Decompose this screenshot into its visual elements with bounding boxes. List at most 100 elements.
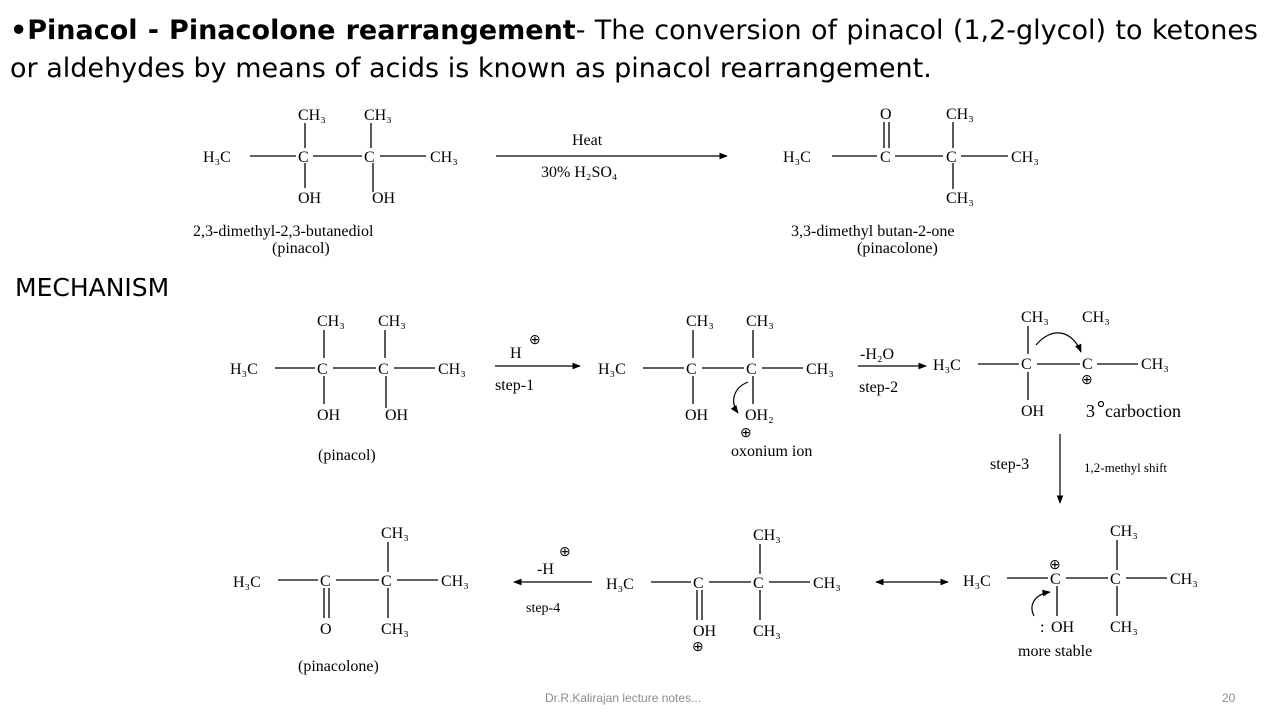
- page-number: 20: [1222, 691, 1236, 705]
- step-2-reagent: -H₂O: [860, 346, 894, 363]
- bonds: [651, 544, 810, 620]
- group-ch3: CH₃: [430, 149, 458, 166]
- label-oxonium: oxonium ion: [731, 443, 812, 460]
- group-oh: OH: [298, 190, 322, 207]
- mech-pinacolone-structure: H₃C C C CH₃ CH₃ CH₃ O (pinacolone): [233, 525, 469, 675]
- mech-pinacol-structure: H₃C C C CH₃ CH₃ CH₃ OH OH (pinacol): [230, 313, 466, 464]
- atom-c: C: [686, 361, 697, 378]
- atom-c: C: [746, 361, 757, 378]
- group-ch3: CH₃: [438, 361, 466, 378]
- group-ch3: CH₃: [1110, 619, 1138, 636]
- atom-c: C: [1050, 571, 1061, 588]
- atom-c: C: [1110, 571, 1121, 588]
- atom-c: C: [753, 575, 764, 592]
- group-oh: OH: [385, 407, 409, 424]
- bullet: •: [10, 15, 28, 46]
- label-more-stable: more stable: [1018, 643, 1092, 660]
- group-oh: OH: [372, 190, 396, 207]
- bonds: [250, 123, 426, 192]
- atom-c: C: [1021, 356, 1032, 373]
- step-3-arrow: step-3 1,2-methyl shift: [990, 434, 1167, 504]
- atom-c: C: [378, 361, 389, 378]
- atom-c: C: [693, 575, 704, 592]
- group-oh2: OH₂: [745, 407, 774, 424]
- condition-heat: Heat: [572, 132, 603, 149]
- step-2-arrow: -H₂O step-2: [858, 346, 927, 396]
- step-1-arrow: H ⊕ step-1: [495, 333, 581, 394]
- group-h3c: H₃C: [783, 149, 811, 166]
- bonds: [1007, 540, 1167, 616]
- group-ch3: CH₃: [1110, 523, 1138, 540]
- step-4-label: step-4: [526, 601, 560, 616]
- charge-plus: ⊕: [529, 333, 541, 348]
- step-2-label: step-2: [859, 379, 898, 396]
- step-1-reagent: H: [510, 345, 522, 362]
- atom-c: C: [880, 149, 891, 166]
- condition-acid: 30% H₂SO₄: [541, 164, 618, 181]
- group-ch3: CH₃: [806, 361, 834, 378]
- bonds: [832, 122, 1008, 189]
- degree-symbol: [1097, 400, 1105, 408]
- group-oh: OH: [693, 623, 717, 640]
- charge-plus: ⊕: [1081, 373, 1093, 388]
- step-3-label: step-3: [990, 456, 1029, 473]
- group-ch3: CH₃: [364, 107, 392, 124]
- footer-note: Dr.R.Kalirajan lecture notes...: [545, 691, 702, 705]
- lone-pair: :: [1040, 619, 1044, 636]
- charge-plus: ⊕: [559, 545, 571, 560]
- atom-c: C: [946, 149, 957, 166]
- step-4-arrow: -H ⊕ step-4: [513, 545, 592, 616]
- label-carbocation: carboction: [1105, 401, 1181, 421]
- group-oh: OH: [1021, 403, 1045, 420]
- group-oh: OH: [317, 407, 341, 424]
- group-oh: OH: [1051, 619, 1075, 636]
- group-ch3: CH₃: [441, 573, 469, 590]
- step-1-label: step-1: [495, 377, 534, 394]
- group-ch3: CH₃: [753, 623, 781, 640]
- intro-text: - The conversion of pinacol (1,2-glycol)…: [10, 15, 1258, 84]
- group-h3c: H₃C: [606, 576, 634, 593]
- bonds: [275, 330, 435, 408]
- atom-o: O: [880, 106, 892, 123]
- group-h3c: H₃C: [598, 361, 626, 378]
- product-common-name: (pinacolone): [857, 240, 938, 257]
- group-ch3: CH₃: [1082, 309, 1110, 326]
- group-h3c: H₃C: [933, 357, 961, 374]
- group-oh: OH: [685, 407, 709, 424]
- step-4-reagent: -H: [537, 561, 554, 578]
- reactant-common-name: (pinacol): [272, 240, 330, 257]
- curved-arrow: [1035, 332, 1082, 353]
- group-ch3: CH₃: [1141, 356, 1169, 373]
- atom-c: C: [1082, 356, 1093, 373]
- atom-c: C: [320, 573, 331, 590]
- mech-more-stable-structure: H₃C C C CH₃ CH₃ CH₃ ⊕ : OH more stable: [963, 523, 1198, 660]
- group-ch3: CH₃: [378, 313, 406, 330]
- curved-arrow: [730, 381, 749, 414]
- group-ch3: CH₃: [1011, 149, 1039, 166]
- group-ch3: CH₃: [946, 190, 974, 207]
- group-h3c: H₃C: [203, 149, 231, 166]
- group-ch3: CH₃: [381, 621, 409, 638]
- reactant-iupac-name: 2,3-dimethyl-2,3-butanediol: [193, 223, 374, 240]
- group-h3c: H₃C: [230, 361, 258, 378]
- group-h3c: H₃C: [233, 574, 261, 591]
- group-ch3: CH₃: [686, 313, 714, 330]
- overall-reactant-structure: H₃C C C CH₃ CH₃ CH₃ OH OH 2,3-dimethyl-2…: [193, 107, 458, 257]
- intro-term: Pinacol - Pinacolone rearrangement: [27, 15, 576, 46]
- group-ch3: CH₃: [317, 313, 345, 330]
- mech-protonated-ketone-structure: H₃C C C CH₃ CH₃ CH₃ OH ⊕: [606, 527, 841, 655]
- group-ch3: CH₃: [746, 313, 774, 330]
- step-3-note: 1,2-methyl shift: [1084, 460, 1167, 475]
- bonds: [978, 326, 1138, 400]
- mech-carbocation-structure: H₃C C C CH₃ CH₃ CH₃ OH ⊕ 3 carboction: [933, 309, 1181, 421]
- group-ch3: CH₃: [813, 575, 841, 592]
- atom-c: C: [364, 149, 375, 166]
- group-ch3: CH₃: [946, 106, 974, 123]
- charge-plus: ⊕: [692, 640, 704, 655]
- curved-arrow: [1031, 589, 1051, 617]
- atom-c: C: [317, 361, 328, 378]
- overall-product-structure: H₃C C C CH₃ O CH₃ CH₃ 3,3-dimethyl butan…: [783, 106, 1039, 257]
- carbocation-degree: 3: [1086, 401, 1095, 421]
- product-iupac-name: 3,3-dimethyl butan-2-one: [791, 223, 955, 240]
